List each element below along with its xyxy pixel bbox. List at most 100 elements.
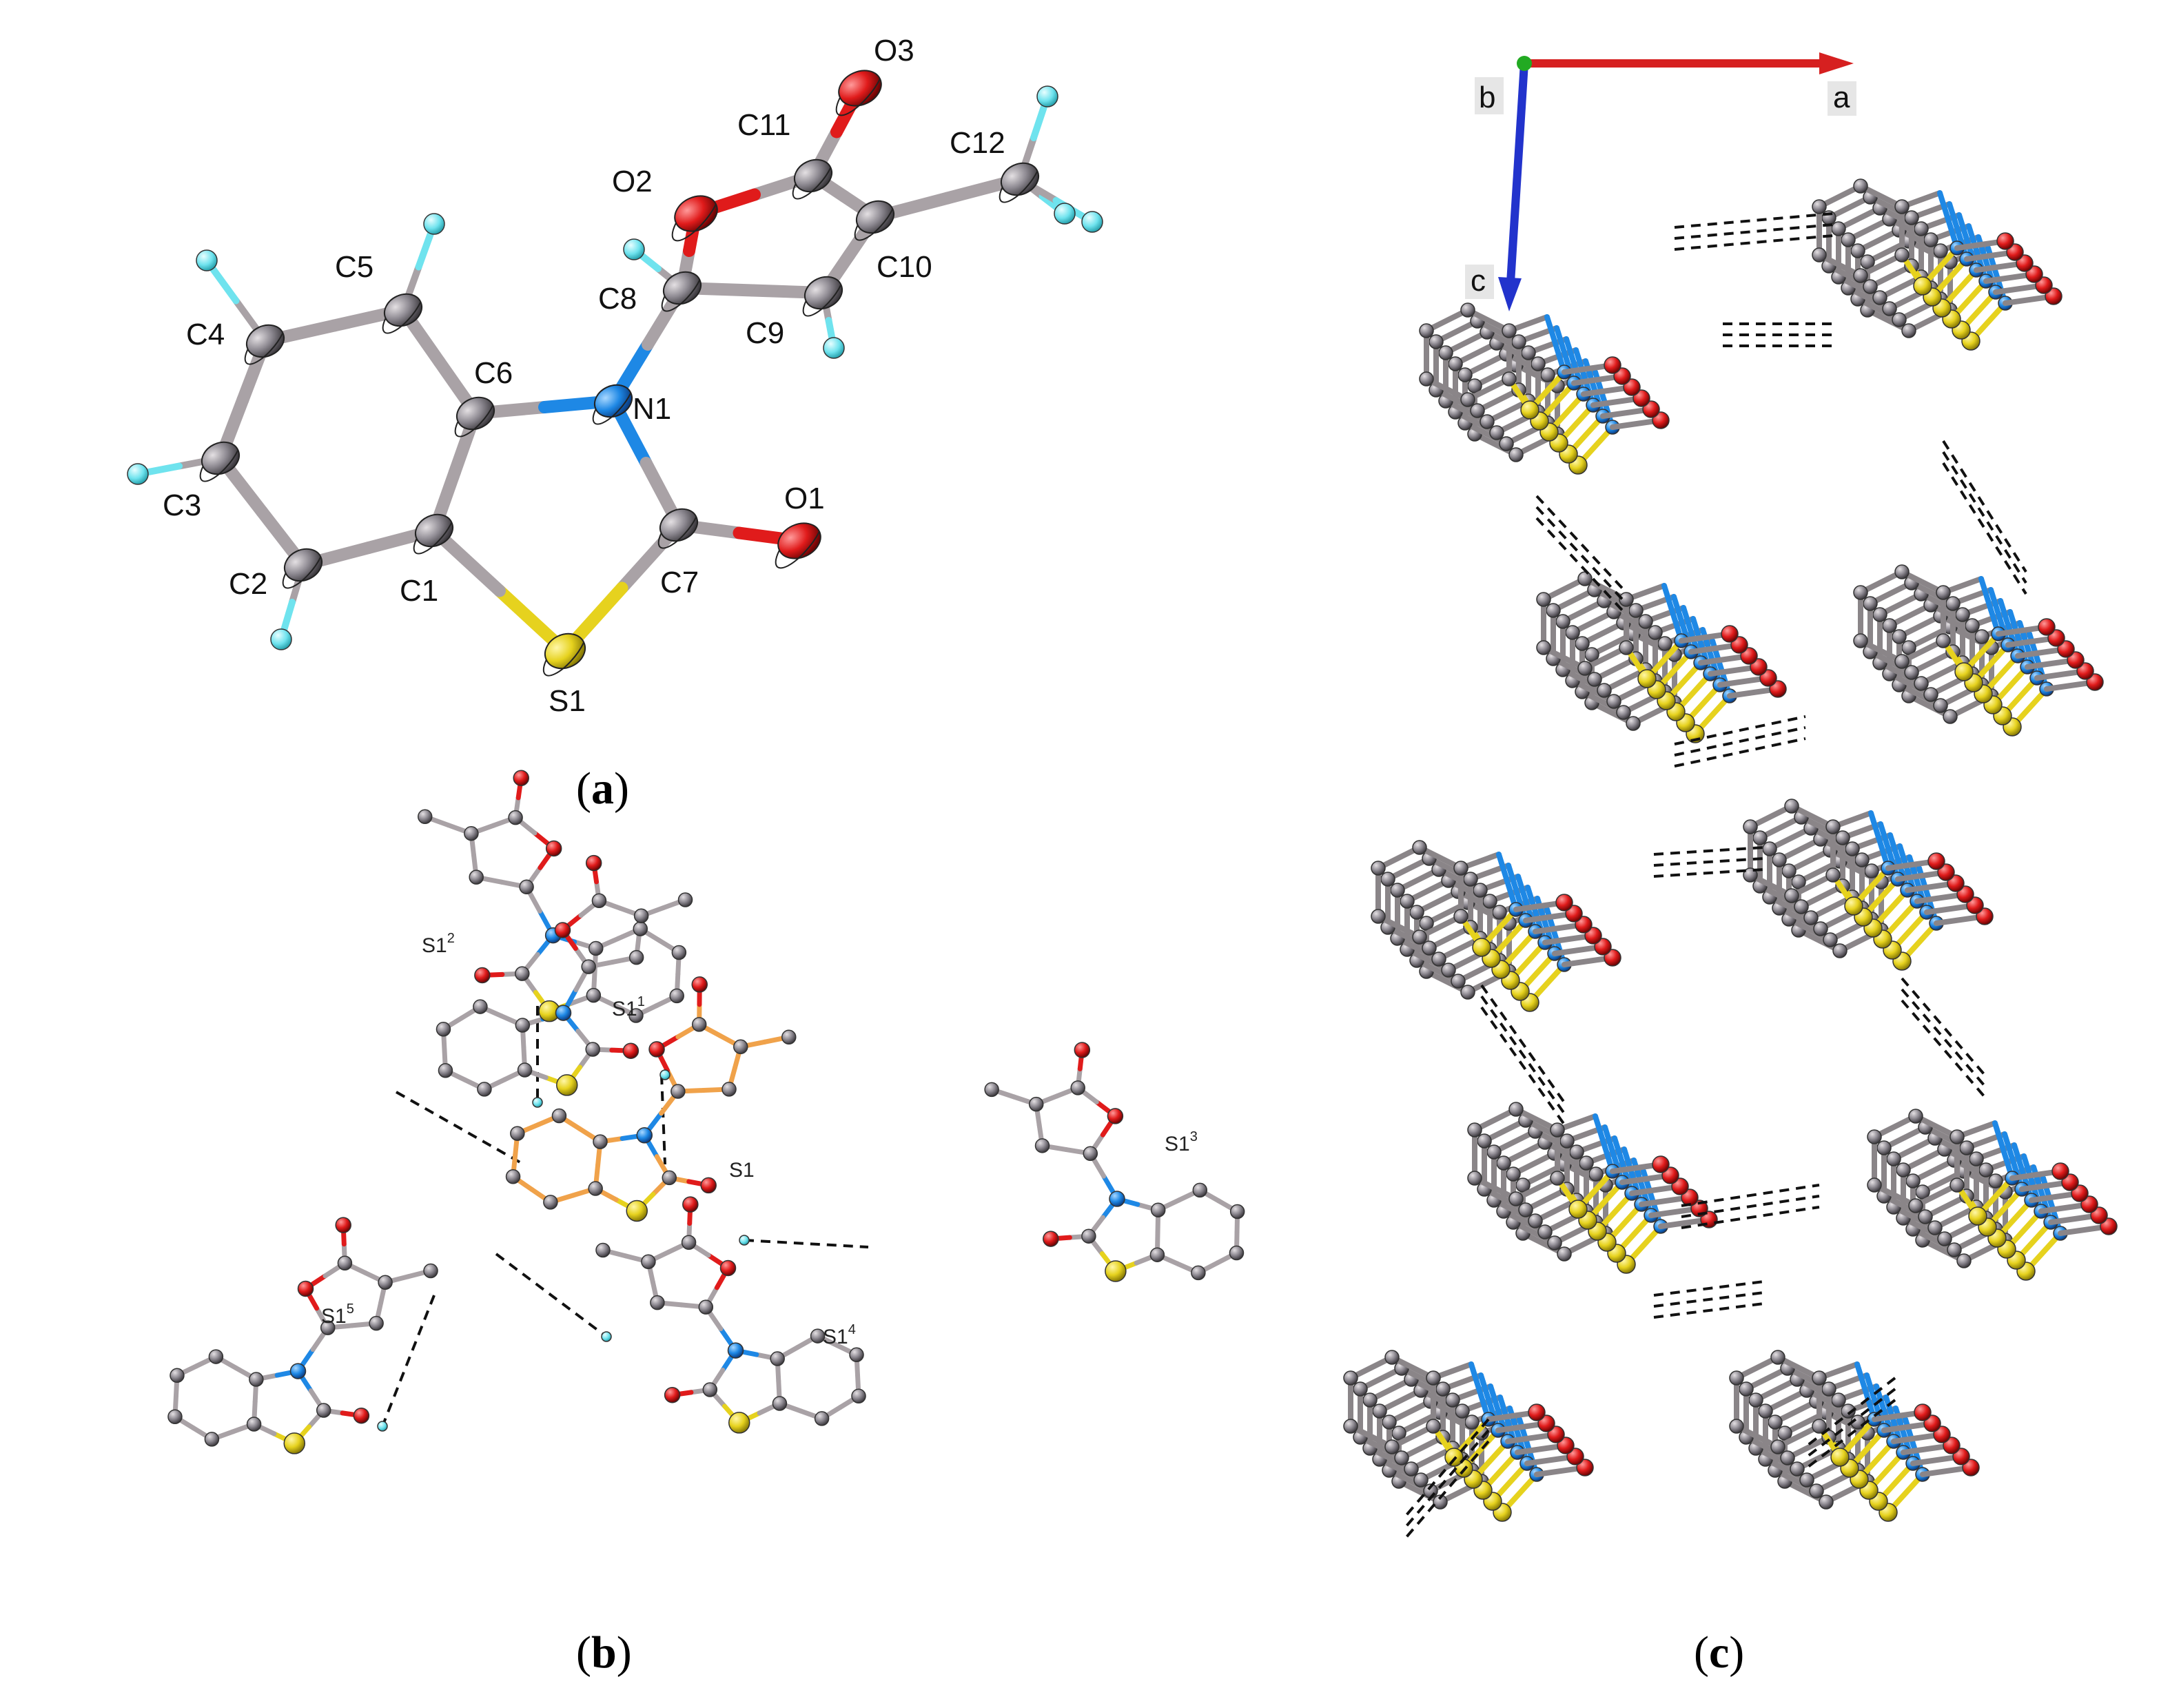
atom-c7 [702,1382,718,1397]
carbon-atom [1577,571,1593,586]
bond [1404,878,1451,904]
bond [1743,1434,1790,1461]
bond [1465,307,1512,333]
bond [1550,656,1597,682]
bond [1601,667,1648,693]
bond [1767,825,1814,852]
carbon-atom [1453,909,1468,924]
bond [1468,1361,1491,1422]
bond [1433,387,1480,413]
bond [1417,845,1464,871]
sulfur-atom [1844,896,1863,916]
hydrogen-atom [1054,203,1076,225]
carbon-atom [1470,403,1485,418]
bond [1910,1157,1957,1184]
hbond-dashed-line [1901,999,1986,1098]
atom-c12 [677,892,693,907]
oxygen-atom [2067,651,2085,669]
carbon-atom [1419,323,1434,338]
ellipsoid-octant-line [592,392,632,425]
sulfur-atom [1568,1200,1588,1219]
bond [1443,398,1490,424]
carbon-atom [1550,1122,1565,1138]
bond [1513,1107,1560,1133]
bond [1734,1355,1781,1381]
ellipsoid-octant-line [657,516,697,549]
carbon-atom [1445,1392,1460,1408]
carbon-atom [1362,1392,1378,1408]
ellipsoid-octant-line [382,301,422,334]
carbon-atom [1460,302,1475,318]
oxygen-atom [1565,905,1583,923]
bond [1920,1237,1967,1264]
carbon-atom [1371,909,1386,924]
hbond-dashed-line [1404,1418,1490,1517]
carbon-atom [1597,683,1612,698]
oxygen-atom [1613,367,1631,385]
carbon-atom [1894,564,1910,579]
bond [1734,1423,1781,1450]
bond [1899,638,1946,664]
oxygen-atom [1759,669,1777,687]
hbond-dashed-line [1480,1006,1566,1126]
carbon-atom [1863,596,1878,611]
carbon-atom [1477,1133,1492,1149]
atom-label: C9 [746,316,784,350]
bond [1845,216,1892,243]
atom-c6 [249,1372,264,1387]
hbond-dashed-line [1901,988,1986,1087]
bond [1826,263,1873,289]
bond [1777,905,1823,932]
bond [1424,969,1471,995]
bond [1937,190,1960,251]
ellipsoid-octant-line [671,204,717,242]
carbon-atom [1947,1242,1962,1257]
carbon-atom [1777,1426,1792,1441]
hbond-dashed-line [1804,1377,1896,1448]
carbon-atom [1876,1140,1892,1155]
atom-s1 [728,1412,750,1434]
carbon-atom [1384,1439,1400,1454]
atom-s1 [1105,1260,1127,1282]
bond [1901,1146,1947,1173]
bond [1409,1445,1455,1472]
carbon-atom [1853,585,1868,600]
carbon-atom [1433,1494,1448,1510]
atom-c4 [510,1126,525,1141]
bond [1775,1355,1822,1381]
bond [1579,620,1626,646]
bond [1523,1186,1570,1213]
bond [1377,1457,1424,1483]
hbond-dashed-line [1480,984,1566,1104]
atom-c6 [588,940,604,956]
bond [1855,296,1902,322]
oxygen-atom [2038,618,2056,636]
atom-o2 [554,922,571,938]
atom-label: C1 [400,574,438,608]
oxygen-atom [1661,1166,1679,1184]
hbond-dashed-line [1942,440,2027,573]
hbond-dashed-line [1674,223,1834,240]
oxygen-atom [1528,1403,1546,1421]
hbond-dashed-line [495,1253,608,1338]
bond [1887,671,1934,697]
atom-label: O1 [784,482,825,515]
atom-c8 [671,1084,686,1099]
oxygen-atom [1594,938,1612,956]
atom-c7 [662,1170,677,1186]
carbon-atom [1743,819,1758,834]
carbon-atom [1886,1151,1901,1166]
carbon-atom [1915,1184,1930,1200]
carbon-atom [1455,1403,1470,1419]
hbond-dashed-line [1942,451,2027,584]
bond [1399,1434,1446,1461]
sulfur-atom [1637,669,1657,688]
oxygen-atom [1557,1437,1575,1454]
bond [1472,431,1519,457]
bond [1757,883,1804,909]
oxygen-atom [2045,287,2062,305]
ellipsoid-octant-line [792,167,832,200]
bond [1417,914,1464,940]
bond [1501,1208,1548,1235]
bond [1395,867,1442,893]
